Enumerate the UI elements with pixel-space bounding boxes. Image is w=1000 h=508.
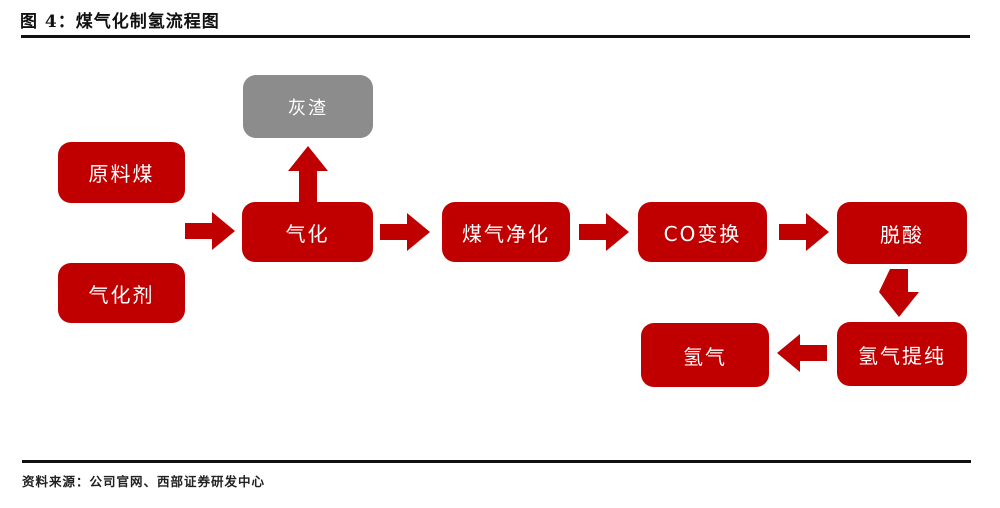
node-ash: 灰渣 [243,75,373,138]
node-deacidification: 脱酸 [837,202,967,264]
node-gasification: 气化 [242,202,373,262]
node-gasification-agent-label: 气化剂 [88,282,155,307]
source-note: 资料来源：公司官网、西部证券研发中心 [22,474,266,489]
arrow-right-co-shift-to-deacidification-icon [779,213,829,251]
figure-title: 图 4：煤气化制氢流程图 [20,12,220,32]
title-divider [21,35,970,38]
arrow-right-purification-to-co-shift-icon [579,213,629,251]
arrow-right-inputs-to-gasification-icon [185,212,235,250]
node-deacidification-label: 脱酸 [880,222,924,247]
node-hydrogen-label: 氢气 [683,344,727,369]
node-raw-coal-label: 原料煤 [88,162,155,186]
node-ash-label: 灰渣 [288,97,328,119]
footer-divider [22,460,971,463]
node-hydrogen-purification-label: 氢气提纯 [858,343,946,368]
node-gasification-agent: 气化剂 [58,263,185,323]
node-co-shift: CO变换 [638,202,767,262]
node-hydrogen-purification: 氢气提纯 [837,322,967,386]
node-co-shift-label: CO变换 [663,221,742,246]
arrow-down-deacidification-to-h2-purification-icon [879,269,919,317]
node-hydrogen: 氢气 [641,323,769,387]
arrow-left-h2-purification-to-hydrogen-icon [777,334,827,372]
arrow-right-gasification-to-purification-icon [380,213,430,251]
node-gasification-label: 气化 [285,221,330,246]
arrow-up-gasification-to-ash-icon [288,146,328,203]
node-coal-gas-purification: 煤气净化 [442,202,570,262]
node-coal-gas-purification-label: 煤气净化 [462,221,550,246]
node-raw-coal: 原料煤 [58,142,185,203]
